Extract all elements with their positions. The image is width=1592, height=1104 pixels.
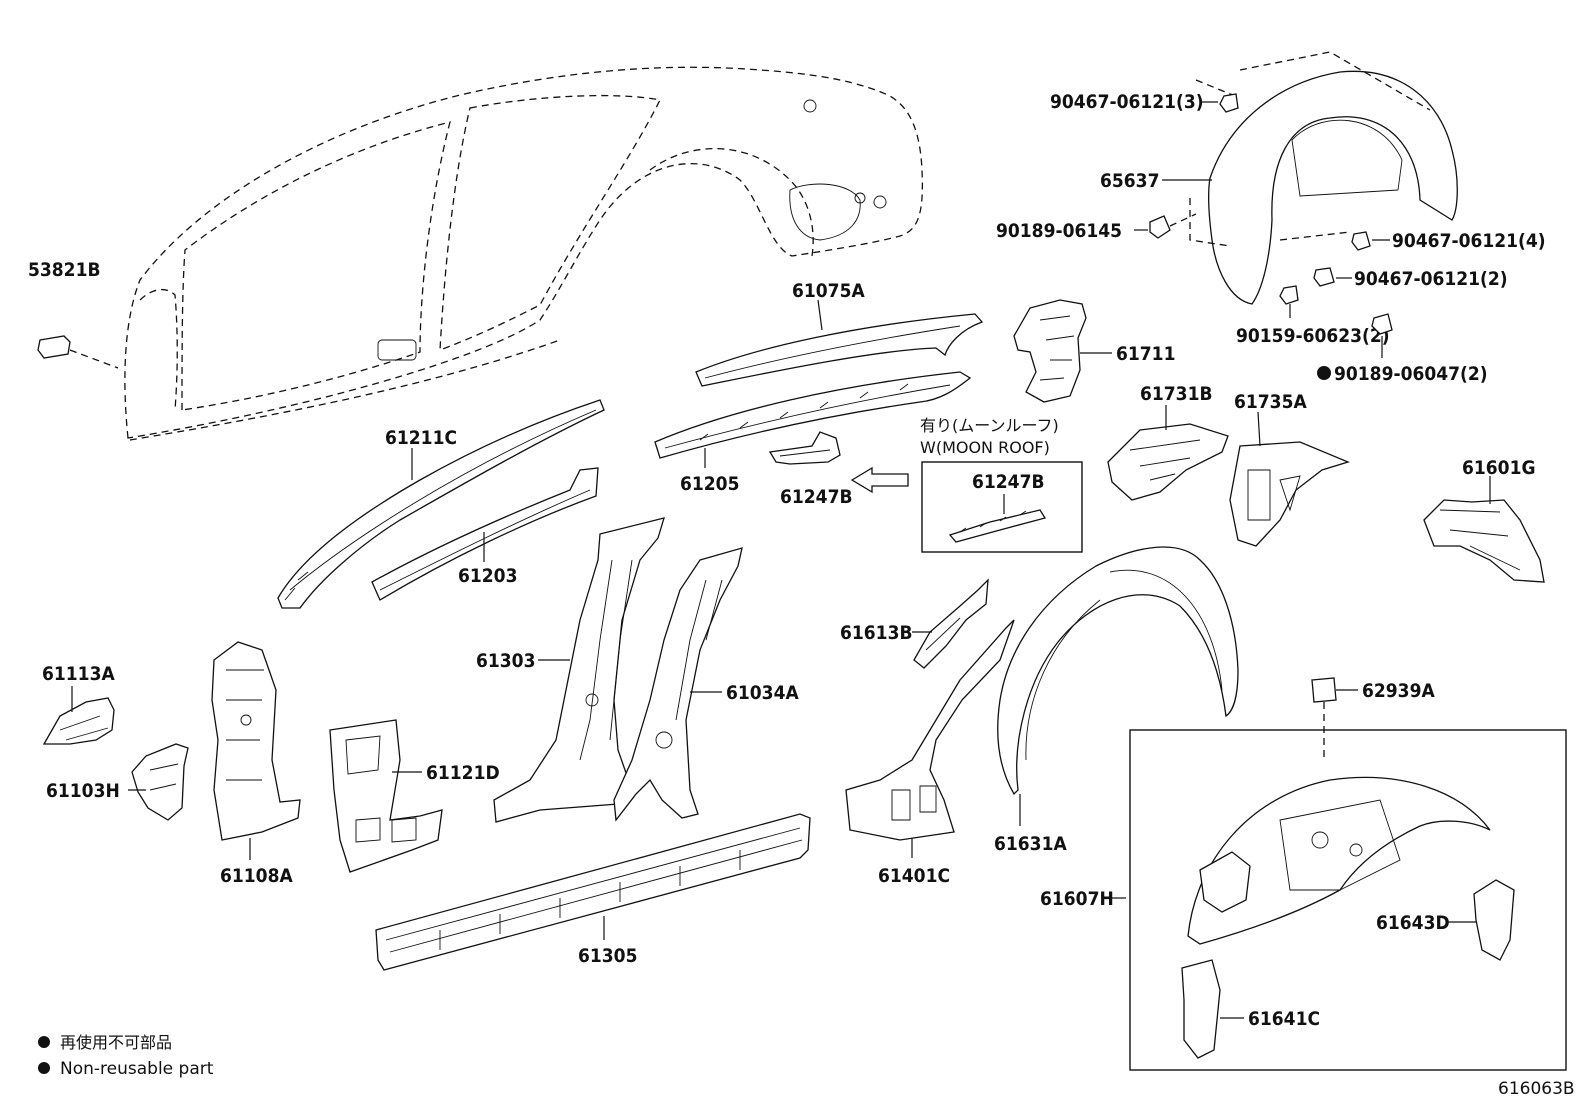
legend-en: Non-reusable part <box>60 1059 214 1079</box>
label-61203: 61203 <box>458 565 517 587</box>
label-61631A: 61631A <box>994 833 1067 855</box>
part-61711: 61711 <box>1013 299 1175 403</box>
part-61401C: 61401C <box>845 619 1015 887</box>
legend-jp: 再使用不可部品 <box>60 1033 172 1052</box>
part-62939A: 62939A <box>1311 677 1435 760</box>
side-outer-panel <box>124 66 924 441</box>
label-61601G: 61601G <box>1462 457 1536 479</box>
part-61108A: 61108A <box>211 641 301 887</box>
label-90467-06121-3: 90467-06121(3) <box>1050 91 1204 113</box>
part-61205: 61205 <box>654 371 972 495</box>
part-61613B: 61613B <box>840 578 989 669</box>
label-61401C: 61401C <box>878 865 950 887</box>
label-61121D: 61121D <box>426 762 500 784</box>
wheelhouse-assembly-box: 61607H 61643D 61641C <box>1040 729 1567 1071</box>
label-61711: 61711 <box>1116 343 1175 365</box>
label-61075A: 61075A <box>792 280 865 302</box>
label-61113A: 61113A <box>42 663 115 685</box>
fastener-90189-06145: 90189-06145 <box>996 213 1197 242</box>
bullet-icon <box>38 1036 50 1048</box>
bullet-icon <box>38 1062 50 1074</box>
fastener-90467-06121-2: 90467-06121(2) <box>1313 267 1508 290</box>
part-61103H: 61103H <box>46 743 189 821</box>
part-61305: 61305 <box>375 813 811 971</box>
label-65637: 65637 <box>1100 170 1159 192</box>
non-reusable-marker-icon <box>1317 366 1331 380</box>
part-61113A: 61113A <box>42 663 115 745</box>
label-61643D: 61643D <box>1376 912 1450 934</box>
label-61607H: 61607H <box>1040 888 1114 910</box>
label-61247B-box: 61247B <box>972 471 1045 493</box>
part-65637: 65637 <box>1100 51 1458 305</box>
part-61303: 61303 <box>476 517 665 823</box>
part-61247B-main: 61247B <box>768 431 853 508</box>
part-61121D: 61121D <box>329 719 500 873</box>
part-61601G: 61601G <box>1423 457 1545 583</box>
label-61108A: 61108A <box>220 865 293 887</box>
label-90467-06121-4: 90467-06121(4) <box>1392 230 1546 252</box>
label-61305: 61305 <box>578 945 637 967</box>
label-90189-06145: 90189-06145 <box>996 220 1122 242</box>
label-90159-60623: 90159-60623(2) <box>1236 325 1390 347</box>
label-62939A: 62939A <box>1362 680 1435 702</box>
label-61303: 61303 <box>476 650 535 672</box>
label-90189-06047: 90189-06047(2) <box>1334 363 1488 385</box>
label-61034A: 61034A <box>726 682 799 704</box>
label-61103H: 61103H <box>46 780 120 802</box>
part-61631A: 61631A <box>994 546 1239 855</box>
label-61731B: 61731B <box>1140 383 1213 405</box>
part-61075A: 61075A <box>695 280 984 387</box>
label-61613B: 61613B <box>840 622 913 644</box>
label-61247B-main: 61247B <box>780 486 853 508</box>
fastener-90159-60623: 90159-60623(2) <box>1236 285 1390 347</box>
fastener-90467-06121-3: 90467-06121(3) <box>1050 91 1239 113</box>
moonroof-title-en: W(MOON ROOF) <box>920 438 1050 457</box>
part-53821B: 53821B <box>28 259 119 369</box>
legend: 再使用不可部品 Non-reusable part <box>38 1033 214 1079</box>
moonroof-variant-box: 有り(ムーンルーフ) W(MOON ROOF) 61247B <box>920 416 1083 553</box>
part-61735A: 61735A <box>1229 391 1350 547</box>
label-61205: 61205 <box>680 473 739 495</box>
part-61034A: 61034A <box>613 547 799 822</box>
fastener-90467-06121-4: 90467-06121(4) <box>1351 230 1546 252</box>
label-61211C: 61211C <box>385 427 457 449</box>
part-61203: 61203 <box>371 467 599 601</box>
fastener-90189-06047: 90189-06047(2) <box>1317 313 1488 385</box>
label-61735A: 61735A <box>1234 391 1307 413</box>
label-53821B: 53821B <box>28 259 101 281</box>
arrow-left-icon <box>850 466 909 494</box>
diagram-id: 616063B <box>1498 1079 1575 1099</box>
label-90467-06121-2: 90467-06121(2) <box>1354 268 1508 290</box>
part-61211C: 61211C <box>277 399 605 609</box>
moonroof-title-jp: 有り(ムーンルーフ) <box>920 416 1059 435</box>
label-61641C: 61641C <box>1248 1008 1320 1030</box>
part-61731B: 61731B <box>1107 383 1229 501</box>
